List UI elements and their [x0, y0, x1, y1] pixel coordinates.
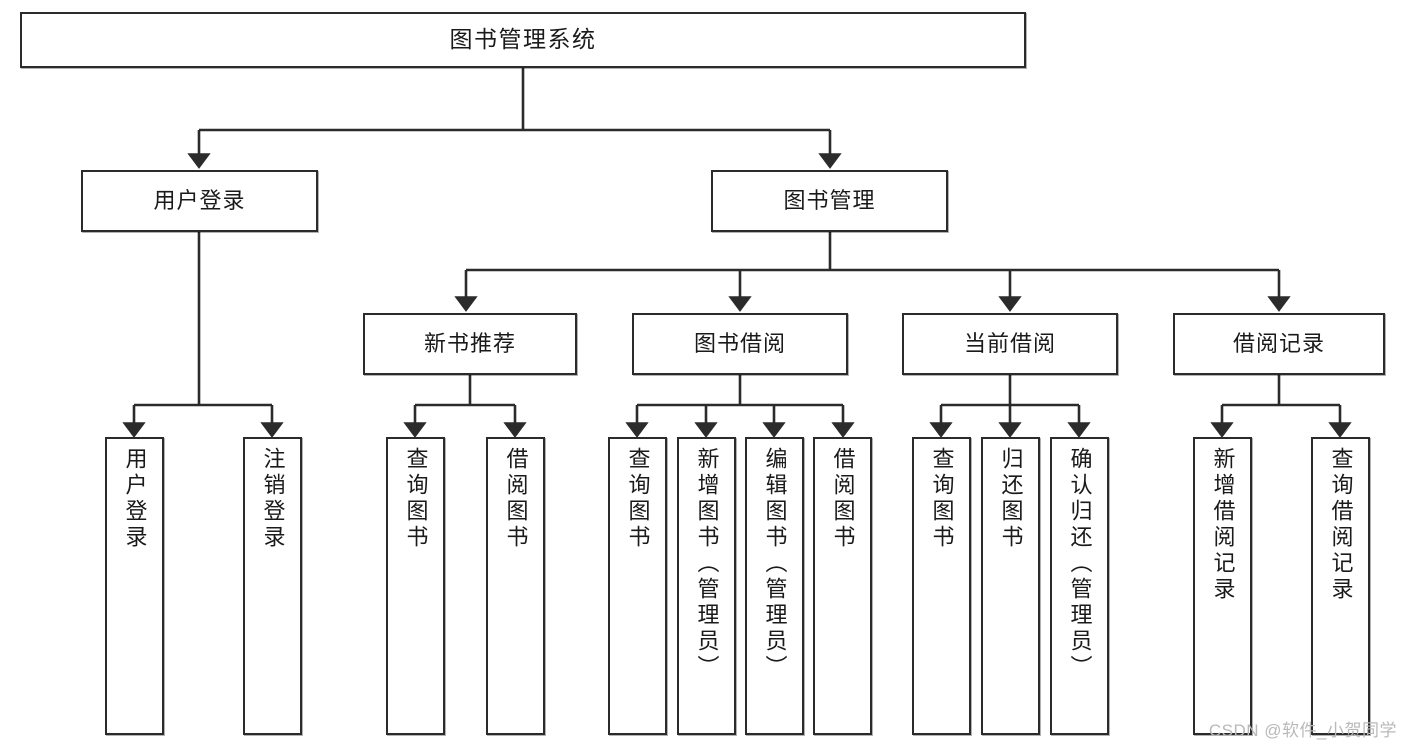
leaf-query-books-current[interactable]: 查询图书 — [912, 437, 971, 735]
leaf-user-login-label: 用户登录 — [122, 447, 148, 551]
node-book-borrow-label: 图书借阅 — [693, 331, 786, 357]
leaf-user-login[interactable]: 用户登录 — [105, 437, 164, 735]
leaf-add-book-admin-label: 新增图书（管理员） — [694, 447, 720, 681]
node-borrow-records-label: 借阅记录 — [1232, 331, 1325, 357]
leaf-add-borrow-record[interactable]: 新增借阅记录 — [1193, 437, 1252, 735]
leaf-add-borrow-record-label: 新增借阅记录 — [1210, 447, 1236, 603]
node-new-book-recommend-label: 新书推荐 — [423, 331, 516, 357]
node-new-book-recommend[interactable]: 新书推荐 — [363, 313, 577, 375]
leaf-query-books-new[interactable]: 查询图书 — [386, 437, 445, 735]
node-current-borrow[interactable]: 当前借阅 — [902, 313, 1118, 375]
leaf-return-book-label: 归还图书 — [998, 447, 1024, 551]
leaf-edit-book-admin[interactable]: 编辑图书（管理员） — [745, 437, 804, 735]
leaf-borrow-book[interactable]: 借阅图书 — [813, 437, 872, 735]
leaf-confirm-return-admin-label: 确认归还（管理员） — [1067, 447, 1093, 681]
leaf-query-books-borrow-label: 查询图书 — [625, 447, 651, 551]
leaf-logout[interactable]: 注销登录 — [243, 437, 302, 735]
leaf-return-book[interactable]: 归还图书 — [981, 437, 1040, 735]
node-book-management-label: 图书管理 — [783, 188, 876, 214]
leaf-borrow-books-new-label: 借阅图书 — [503, 447, 529, 551]
leaf-borrow-book-label: 借阅图书 — [830, 447, 856, 551]
node-borrow-records[interactable]: 借阅记录 — [1173, 313, 1385, 375]
node-root-label: 图书管理系统 — [449, 26, 597, 53]
leaf-query-borrow-record-label: 查询借阅记录 — [1328, 447, 1354, 603]
leaf-add-book-admin[interactable]: 新增图书（管理员） — [677, 437, 736, 735]
node-user-login[interactable]: 用户登录 — [81, 170, 318, 232]
node-book-management[interactable]: 图书管理 — [711, 170, 948, 232]
leaf-query-books-new-label: 查询图书 — [403, 447, 429, 551]
csdn-watermark: CSDN @软件_小贺同学 — [1208, 721, 1397, 740]
leaf-query-borrow-record[interactable]: 查询借阅记录 — [1311, 437, 1370, 735]
leaf-edit-book-admin-label: 编辑图书（管理员） — [762, 447, 788, 681]
node-root[interactable]: 图书管理系统 — [20, 12, 1026, 68]
leaf-query-books-borrow[interactable]: 查询图书 — [608, 437, 667, 735]
leaf-confirm-return-admin[interactable]: 确认归还（管理员） — [1050, 437, 1109, 735]
leaf-query-books-current-label: 查询图书 — [929, 447, 955, 551]
leaf-borrow-books-new[interactable]: 借阅图书 — [486, 437, 545, 735]
node-current-borrow-label: 当前借阅 — [963, 331, 1056, 357]
node-user-login-label: 用户登录 — [153, 188, 246, 214]
node-book-borrow[interactable]: 图书借阅 — [632, 313, 848, 375]
leaf-logout-label: 注销登录 — [260, 447, 286, 551]
